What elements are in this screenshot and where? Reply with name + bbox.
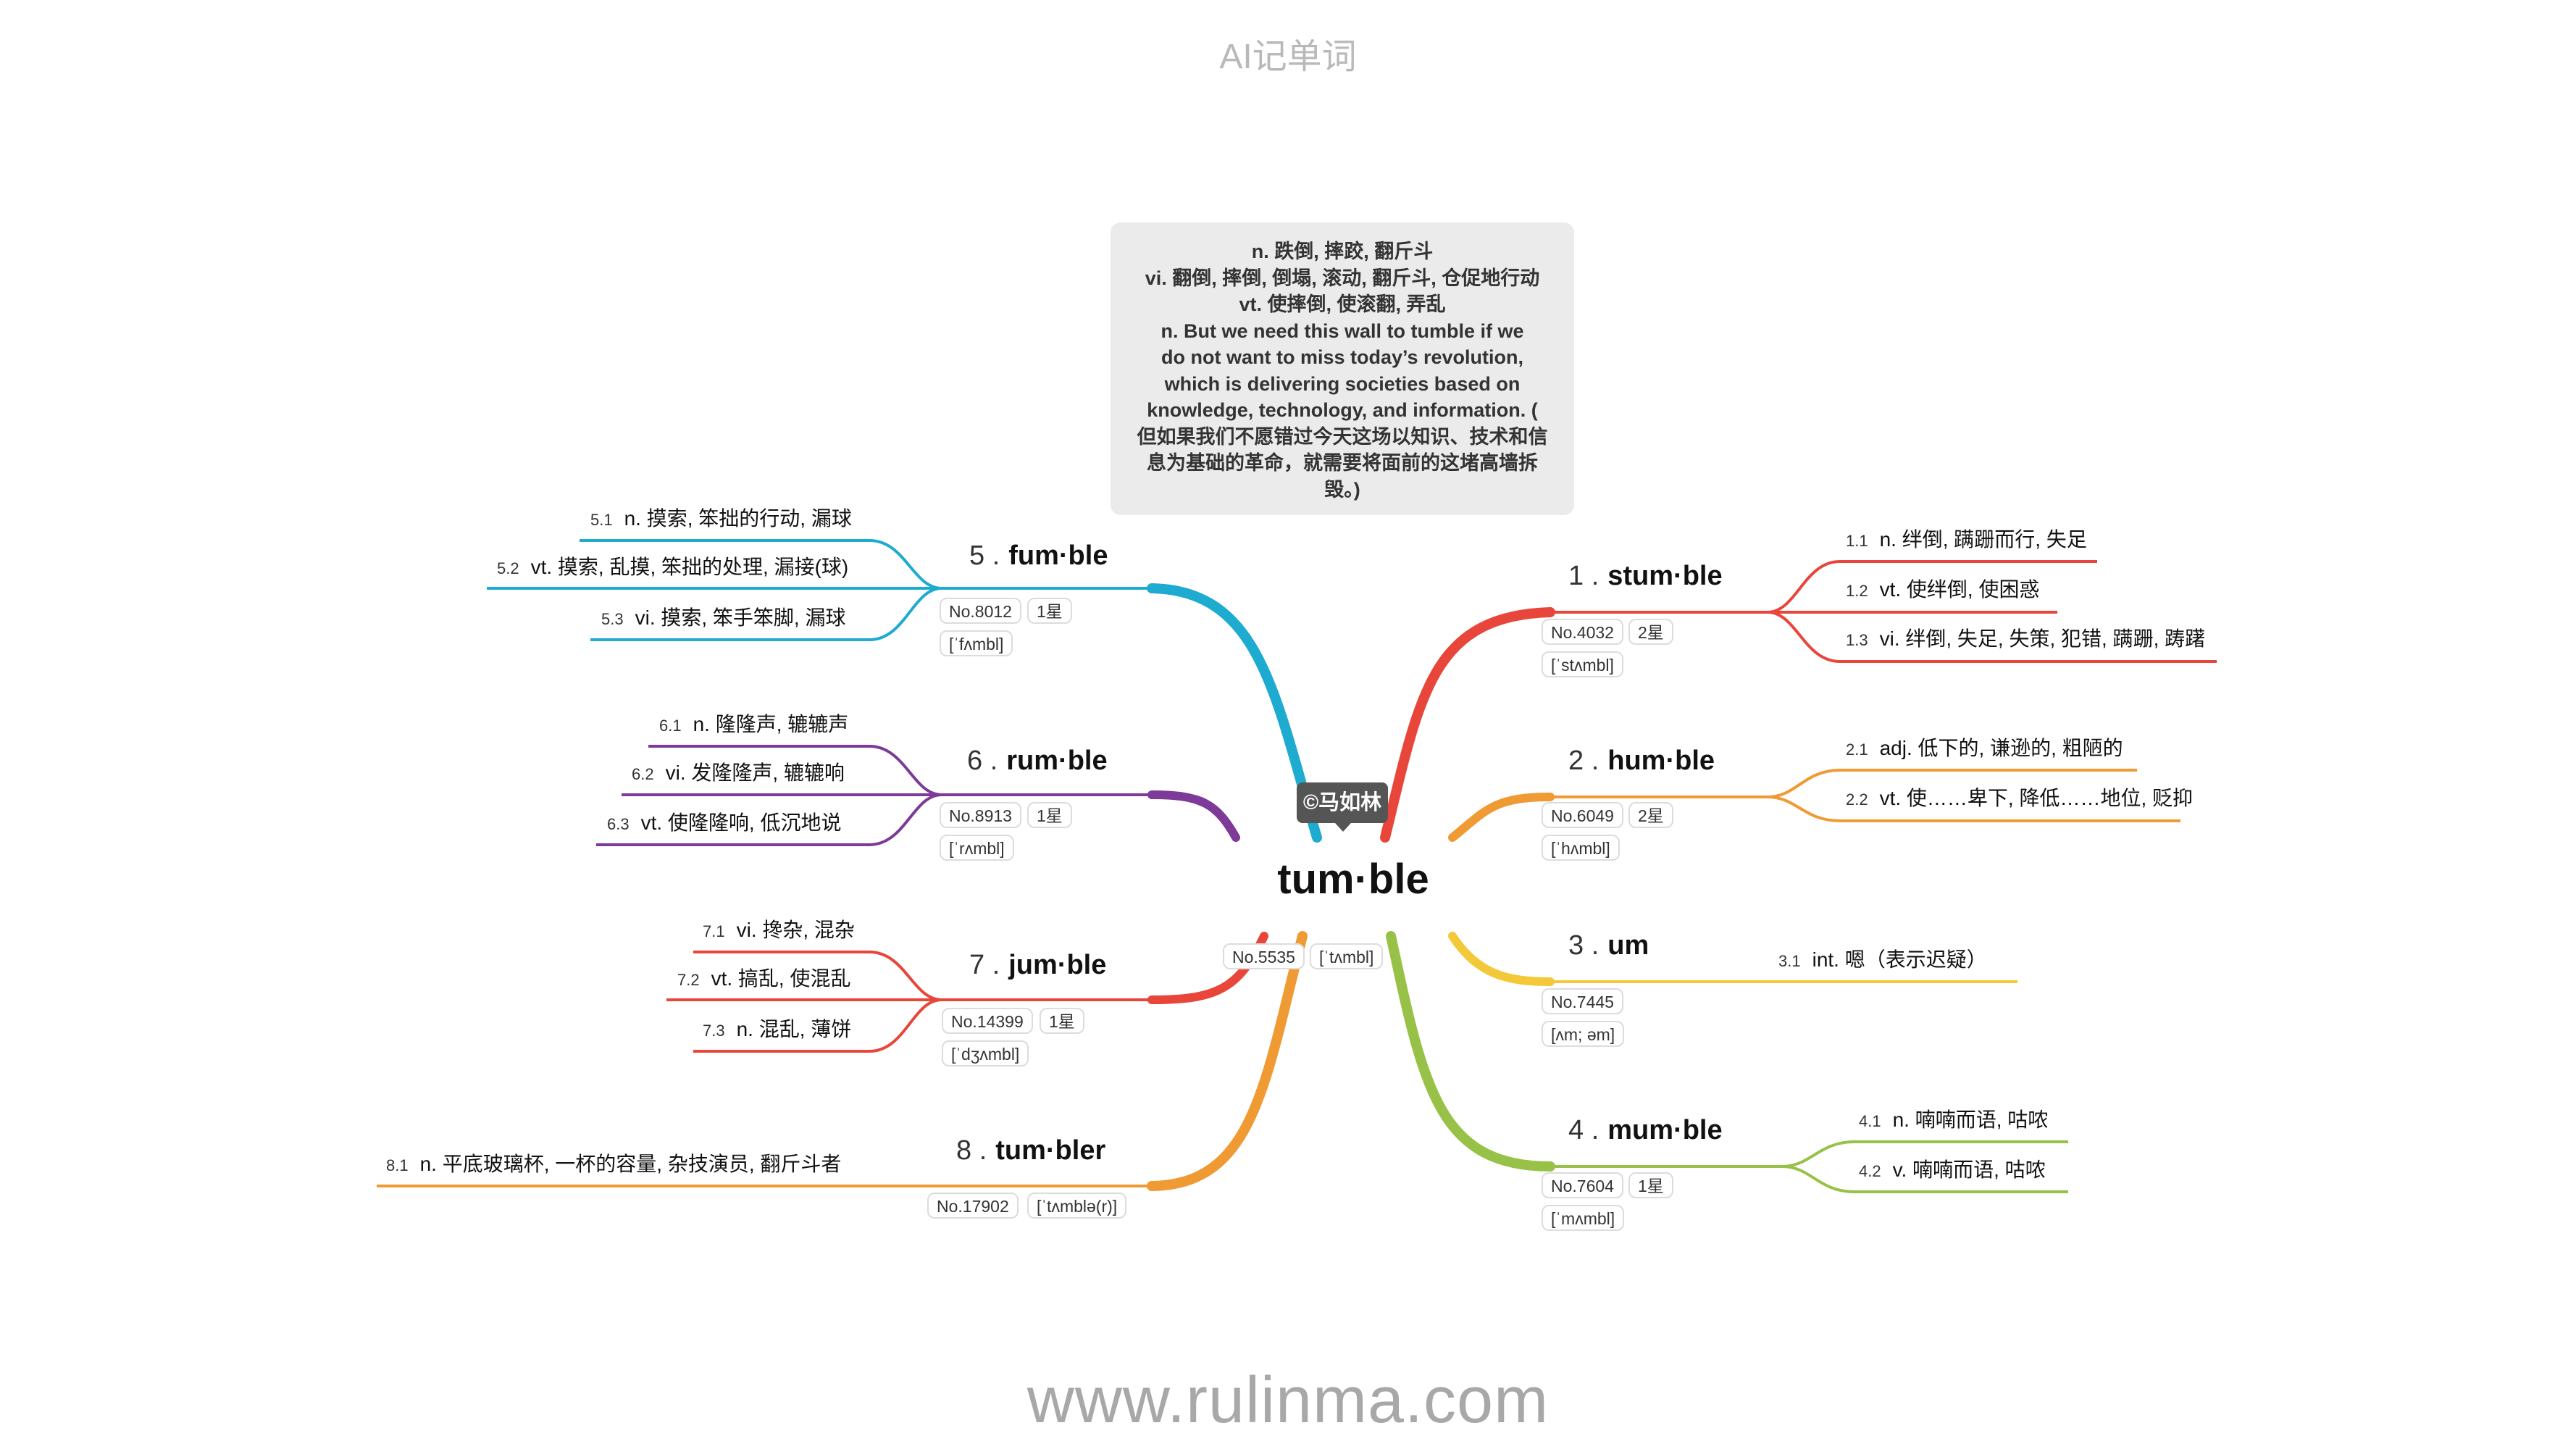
branch-6-stars: 1星 xyxy=(1027,802,1072,828)
site-url: www.rulinma.com xyxy=(1026,1364,1550,1437)
branch-8-link xyxy=(1147,931,1308,1191)
branch-2-title[interactable]: 2 .hum·ble xyxy=(1568,746,1715,776)
link-4-1 xyxy=(1781,1140,2068,1168)
branch-7-title[interactable]: 7 .jum·ble xyxy=(969,950,1107,980)
note-line: 但如果我们不愿错过今天这场以知识、技术和信 xyxy=(1137,425,1548,448)
link-4-2 xyxy=(1781,1165,2068,1193)
link-6-1 xyxy=(648,745,942,796)
branch-5-link xyxy=(1147,583,1322,843)
branch-2-stars: 2星 xyxy=(1628,802,1673,828)
branch-7-number: No.14399 xyxy=(942,1008,1033,1034)
branch-6-number: No.8913 xyxy=(940,802,1021,828)
branch-3-phonetic: [ʌm; əm] xyxy=(1542,1021,1625,1047)
branch-4-title[interactable]: 4 .mum·ble xyxy=(1568,1115,1723,1145)
branch-5-title[interactable]: 5 .fum·ble xyxy=(969,540,1108,571)
branch-4-link xyxy=(1386,931,1555,1172)
branch-6-title[interactable]: 6 .rum·ble xyxy=(967,746,1108,776)
branch-1-number: No.4032 xyxy=(1542,619,1623,645)
branch-2-phonetic: [ˈhʌmbl] xyxy=(1542,835,1620,861)
branch-8-phonetic: [ˈtʌmblə(r)] xyxy=(1027,1193,1127,1219)
branch-6-phonetic: [ˈrʌmbl] xyxy=(940,835,1014,861)
note-line: which is delivering societies based on xyxy=(1164,372,1521,395)
link-7-1 xyxy=(693,951,942,1001)
link-1-3 xyxy=(1767,611,2217,663)
branch-2-link xyxy=(1448,793,1555,842)
center-phonetic-tag: [ˈtʌmbl] xyxy=(1310,943,1384,969)
link-5-1 xyxy=(580,539,942,590)
note-line: 毁。) xyxy=(1324,478,1360,501)
branch-8-title[interactable]: 8 .tum·bler xyxy=(956,1135,1106,1166)
branch-7-phonetic: [ˈdʒʌmbl] xyxy=(942,1040,1029,1066)
note-line: vt. 使摔倒, 使滚翻, 弄乱 xyxy=(1239,293,1446,315)
branch-8-number: No.17902 xyxy=(927,1193,1019,1219)
app-title: AI记单词 xyxy=(1219,38,1357,76)
branch-5-stars: 1星 xyxy=(1027,598,1072,624)
branch-5-phonetic: [ˈfʌmbl] xyxy=(940,630,1013,656)
note-line: do not want to miss today’s revolution, xyxy=(1161,346,1524,368)
branch-1-stars: 2星 xyxy=(1628,619,1673,645)
branch-4-phonetic: [ˈmʌmbl] xyxy=(1542,1205,1625,1231)
branch-5-number: No.8012 xyxy=(940,598,1021,624)
branch-1-phonetic: [ˈstʌmbl] xyxy=(1542,651,1623,677)
branch-4-stars: 1星 xyxy=(1628,1172,1673,1198)
note-line: 息为基础的革命，就需要将面前的这堵高墙拆 xyxy=(1147,452,1538,474)
branch-2-number: No.6049 xyxy=(1542,802,1623,828)
branch-6-link xyxy=(1147,790,1240,842)
branch-1-link xyxy=(1380,607,1555,843)
link-2-1 xyxy=(1767,769,2137,798)
branch-3-title[interactable]: 3 .um xyxy=(1568,930,1649,961)
central-word[interactable]: tum·ble xyxy=(1277,856,1429,903)
branch-3-link xyxy=(1448,932,1555,986)
branch-3-number: No.7445 xyxy=(1542,988,1623,1014)
note-line: n. 跌倒, 摔跤, 翻斤斗 xyxy=(1251,241,1434,262)
note-line: n. But we need this wall to tumble if we xyxy=(1161,320,1524,342)
branch-1-title[interactable]: 1 .stum·ble xyxy=(1568,561,1723,591)
link-1-1 xyxy=(1767,560,2097,614)
definition-note: n. 跌倒, 摔跤, 翻斤斗 vi. 翻倒, 摔倒, 倒塌, 滚动, 翻斤斗, … xyxy=(1111,222,1574,515)
link-6-3 xyxy=(596,793,942,846)
link-5-3 xyxy=(590,587,942,641)
note-line: knowledge, technology, and information. … xyxy=(1147,399,1538,421)
link-7-3 xyxy=(693,998,942,1053)
note-line: vi. 翻倒, 摔倒, 倒塌, 滚动, 翻斤斗, 仓促地行动 xyxy=(1145,267,1540,289)
link-2-2 xyxy=(1767,796,2180,822)
copyright-badge: ©马如林 xyxy=(1297,782,1388,832)
branch-4-number: No.7604 xyxy=(1542,1172,1623,1198)
center-number-tag: No.5535 xyxy=(1223,943,1305,969)
branch-7-stars: 1星 xyxy=(1040,1008,1084,1034)
